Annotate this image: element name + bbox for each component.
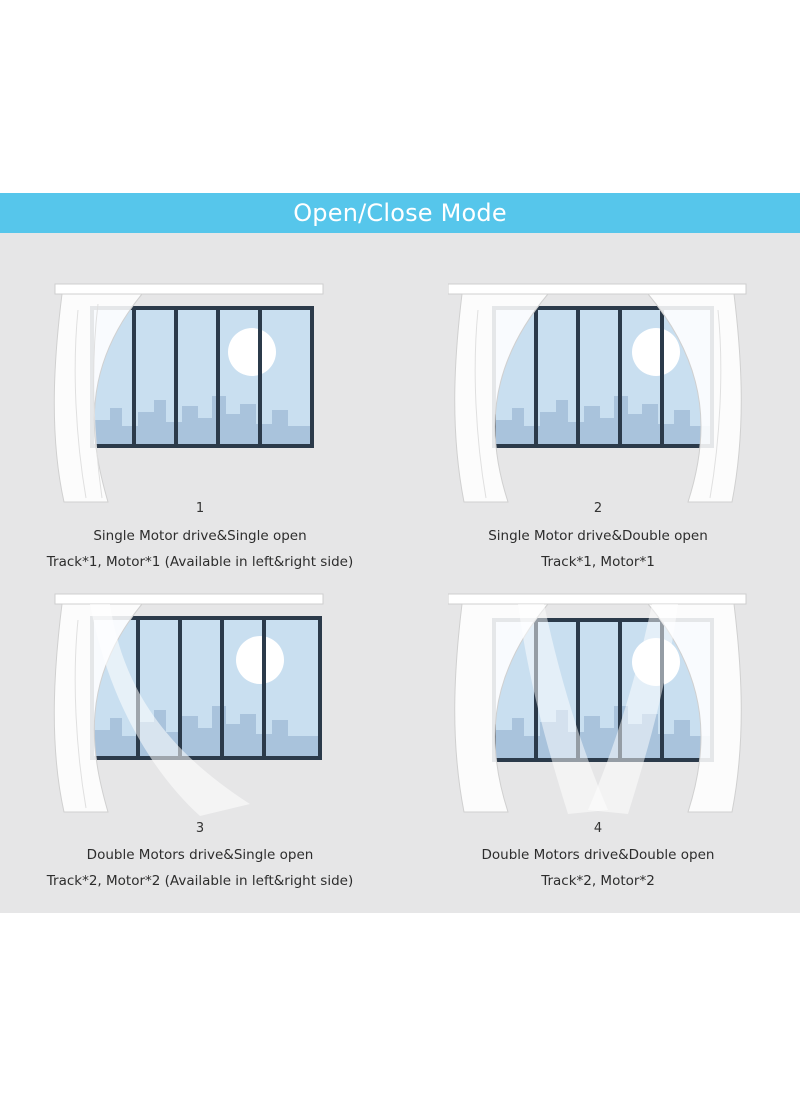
mode-1-title: Single Motor drive&Single open [93,528,307,544]
sheer-curtain [90,604,250,816]
curtain-rail [54,593,324,605]
mode-1-spec: Track*1, Motor*1 (Available in left&righ… [46,554,354,570]
mode-1-illustration [50,280,350,520]
left-blackout-curtain [454,603,550,813]
left-curtain [454,293,550,503]
mode-3-spec: Track*2, Motor*2 (Available in left&righ… [46,873,354,889]
mode-4-illustration [448,590,748,830]
city-skyline [496,396,710,444]
mode-2-title: Single Motor drive&Double open [488,528,708,544]
right-curtain [646,293,742,503]
curtain-rail [448,283,747,295]
mode-4-spec: Track*2, Motor*2 [541,873,655,889]
mode-4-number: 4 [593,821,603,836]
left-curtain [53,293,144,503]
mode-3-number: 3 [195,821,205,836]
curtain-rail [54,283,324,295]
right-sheer-curtain [588,604,678,814]
mode-3-title: Double Motors drive&Single open [86,847,314,863]
mode-2-number: 2 [593,501,603,516]
mode-1-number: 1 [195,501,205,516]
moon-icon [228,328,276,376]
mode-2-illustration [448,280,748,520]
city-skyline [94,396,310,444]
curtain-rail [448,593,747,605]
mode-2-spec: Track*1, Motor*1 [541,554,655,570]
moon-icon [236,636,284,684]
moon-icon [632,328,680,376]
left-sheer-curtain [518,604,608,814]
mode-3-illustration [50,590,350,830]
right-blackout-curtain [646,603,742,813]
section-header: Open/Close Mode [0,193,800,233]
mode-4-title: Double Motors drive&Double open [481,847,715,863]
